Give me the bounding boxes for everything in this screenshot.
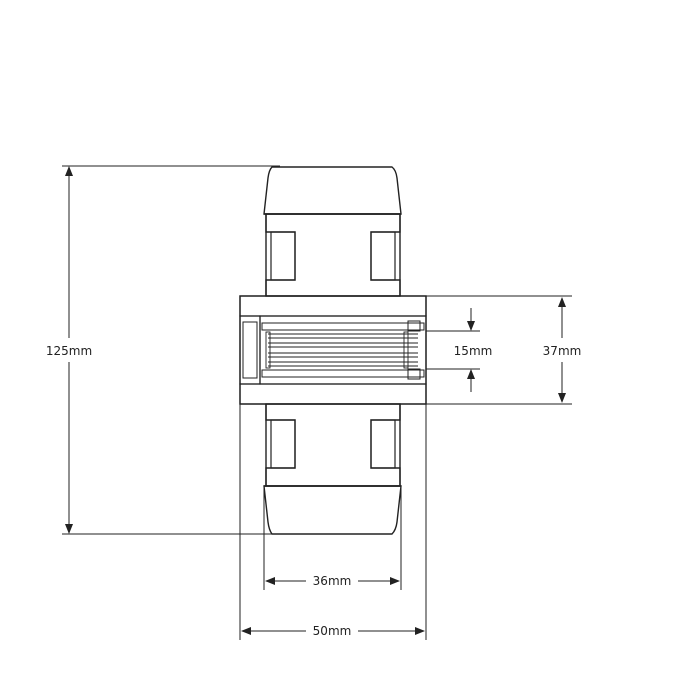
wheel-body-upper	[265, 213, 401, 297]
bearing	[259, 315, 427, 385]
tread-lower	[263, 485, 402, 535]
hub-length-label: 50mm	[313, 624, 352, 638]
dimension-hub-diameter: 37mm	[426, 295, 582, 405]
dimension-hub-length: 50mm	[239, 404, 427, 640]
tread-width-label: 36mm	[313, 574, 352, 588]
wheel-body-lower	[265, 403, 401, 487]
dimension-tread-width: 36mm	[263, 486, 402, 590]
hub-diameter-label: 37mm	[543, 344, 582, 358]
bore-diameter-label: 15mm	[454, 344, 493, 358]
tread-upper	[263, 166, 402, 215]
hub	[239, 295, 427, 405]
overall-diameter-label: 125mm	[46, 344, 92, 358]
dimension-overall-diameter: 125mm	[46, 165, 280, 535]
dimension-bore-diameter: 15mm	[426, 308, 492, 392]
